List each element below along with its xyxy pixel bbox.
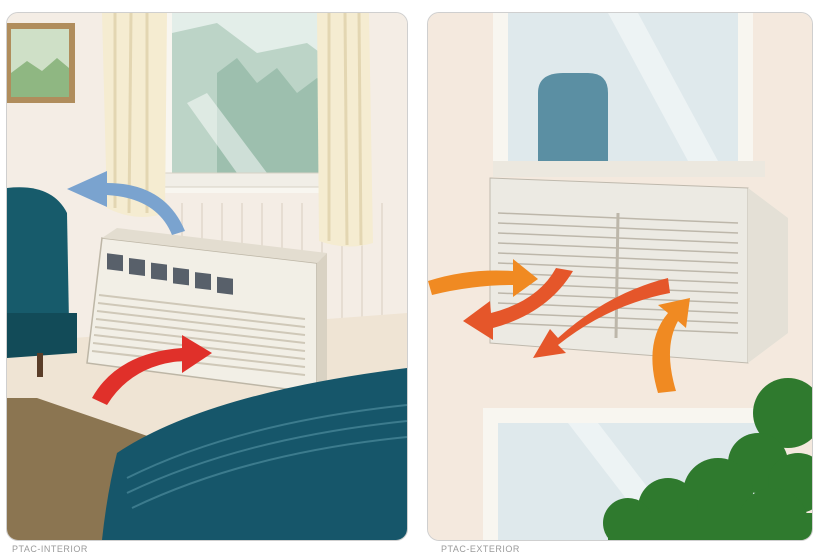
wall-picture xyxy=(7,23,75,103)
caption-interior: PTAC-INTERIOR xyxy=(12,544,88,554)
exterior-upper-window xyxy=(493,13,765,177)
caption-exterior: PTAC-EXTERIOR xyxy=(441,544,520,554)
ptac-interior-illustration xyxy=(7,13,407,540)
ptac-unit-exterior xyxy=(490,178,788,363)
ptac-interior-panel xyxy=(6,12,408,541)
armchair xyxy=(7,187,77,377)
ptac-exterior-panel xyxy=(427,12,813,541)
ptac-exterior-illustration xyxy=(428,13,812,540)
